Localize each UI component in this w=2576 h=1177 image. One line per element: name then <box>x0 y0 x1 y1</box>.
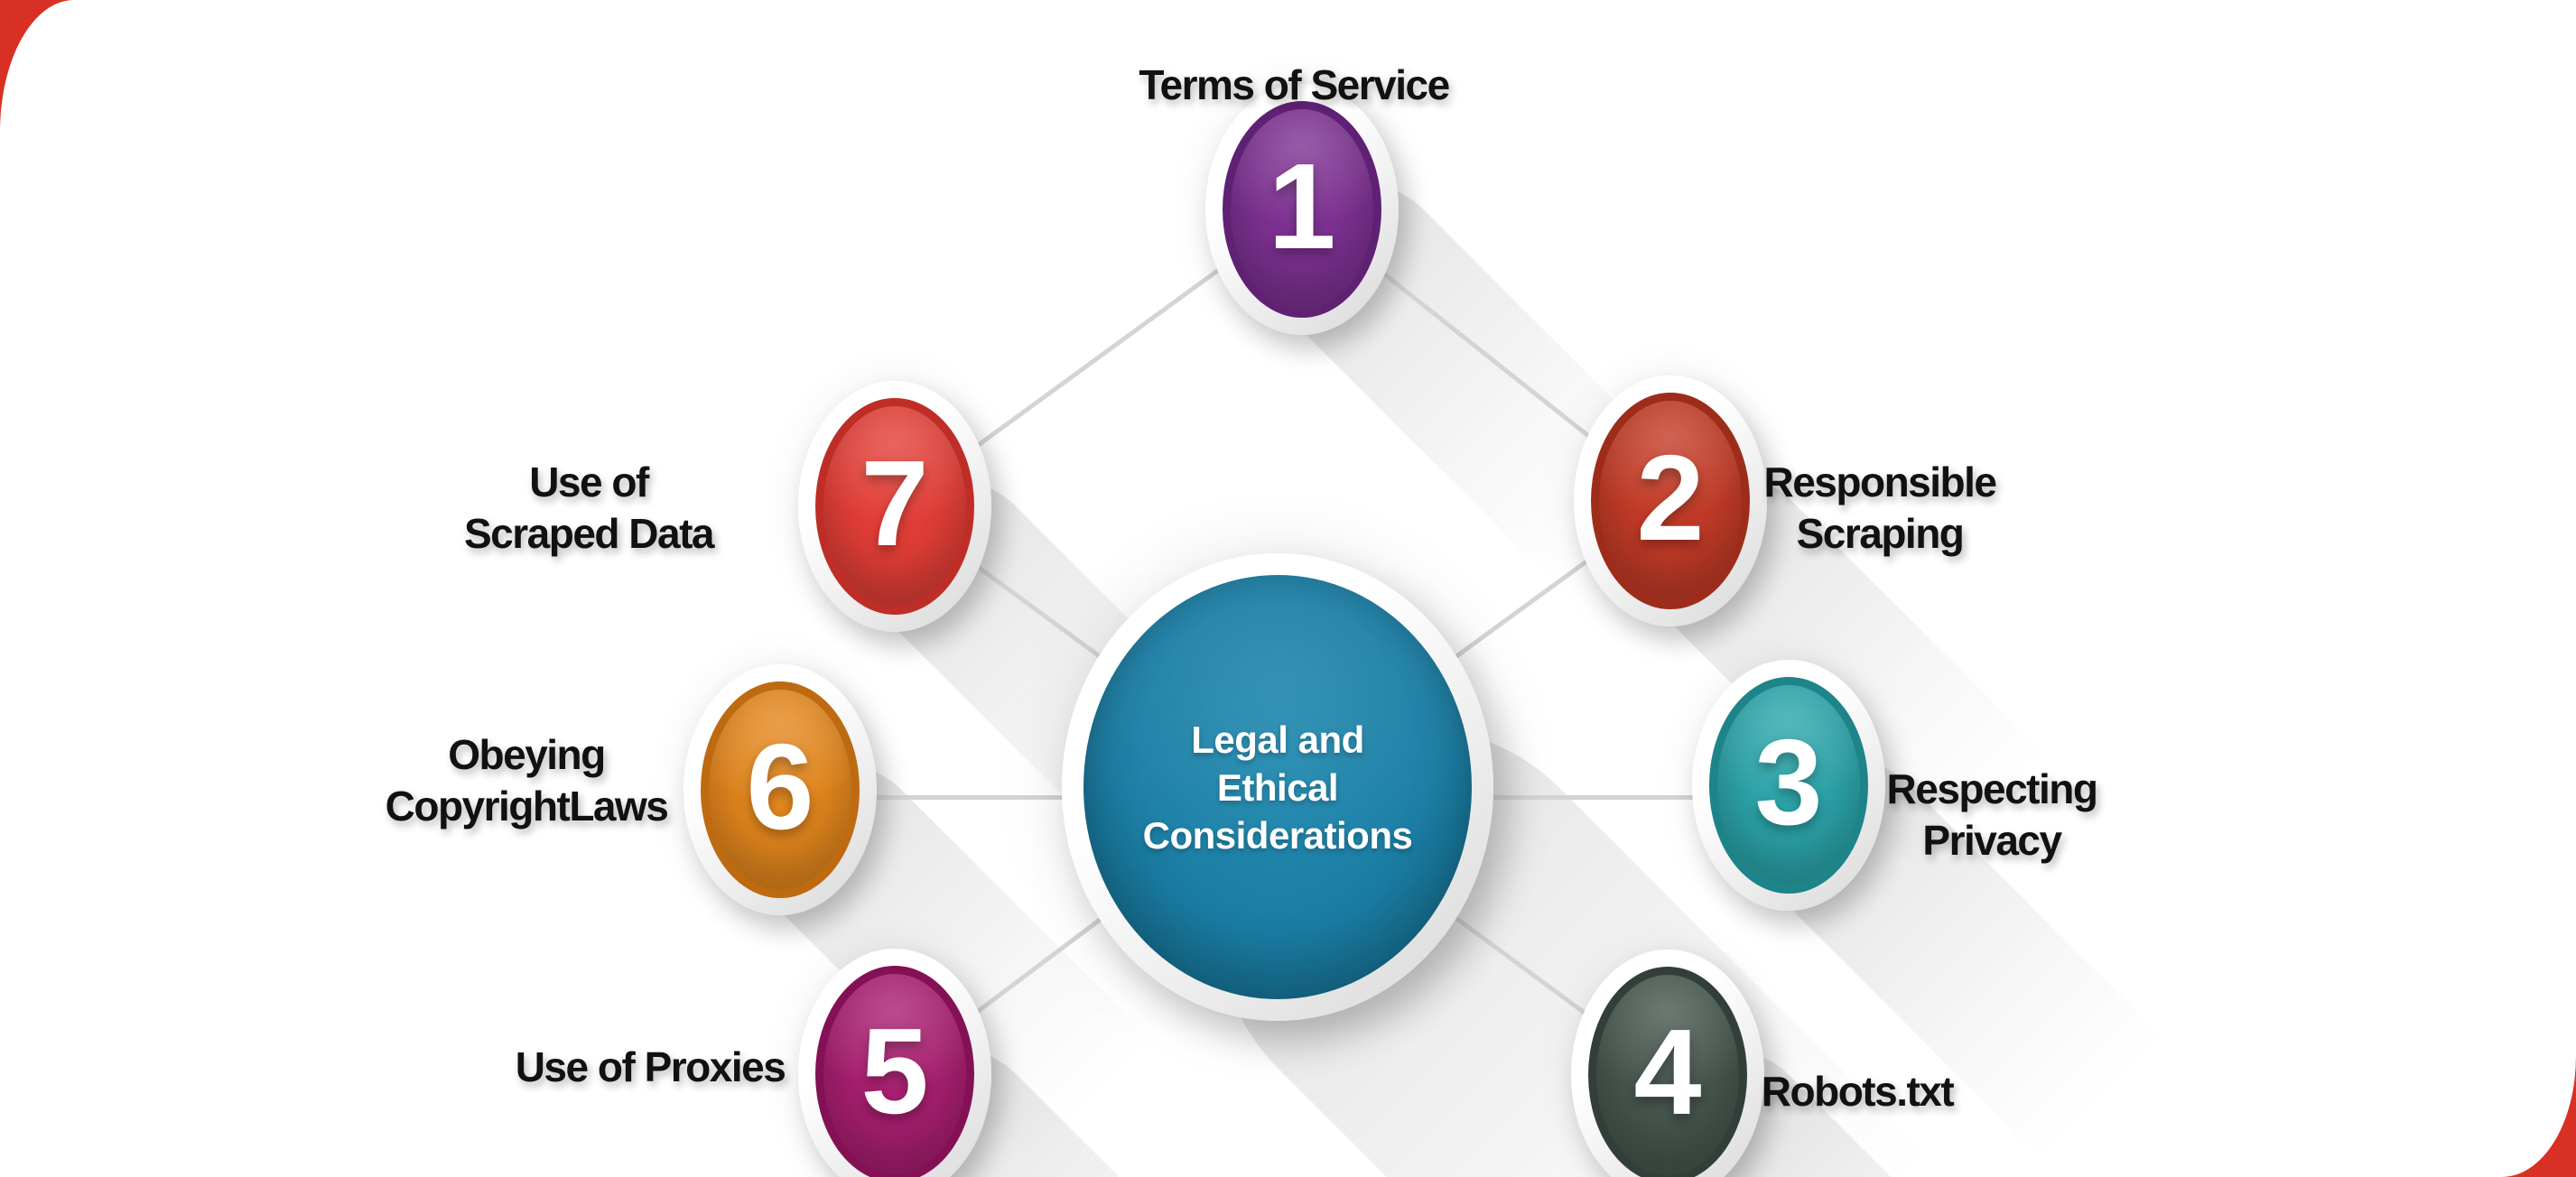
node-bubble: 3 <box>1709 677 1868 894</box>
node-bubble: 7 <box>815 398 974 615</box>
node-white-ring: 7 <box>798 381 991 632</box>
node-white-ring: 4 <box>1571 950 1764 1177</box>
node-number: 4 <box>1633 1003 1702 1140</box>
label-obeying-copyright-laws: Obeying CopyrightLaws <box>385 731 669 829</box>
node-obeying-copyright-laws: 6 <box>684 664 877 915</box>
red-corner-bottom-right <box>2502 1056 2576 1177</box>
center-node-legal-ethical: Legal and Ethical Considerations <box>1062 553 1493 1021</box>
node-number: 5 <box>860 1002 929 1139</box>
connector-node6-center <box>780 795 1278 800</box>
node-bubble: 1 <box>1223 101 1381 318</box>
label-responsible-scraping: Responsible Scraping <box>1763 459 1997 557</box>
node-number: 2 <box>1636 429 1705 566</box>
node-respecting-privacy: 3 <box>1692 660 1885 911</box>
node-white-ring: 1 <box>1205 84 1399 335</box>
label-terms-of-service: Terms of Service <box>1139 61 1450 108</box>
node-number: 6 <box>746 718 814 855</box>
node-number: 7 <box>860 434 929 571</box>
center-node-bubble: Legal and Ethical Considerations <box>1083 575 1472 999</box>
node-use-of-scraped-data: 7 <box>798 381 991 632</box>
node-responsible-scraping: 2 <box>1574 375 1767 626</box>
node-bubble: 6 <box>701 681 860 898</box>
node-terms-of-service: 1 <box>1205 84 1399 335</box>
label-use-of-proxies: Use of Proxies <box>515 1043 786 1090</box>
red-corner-top-left <box>0 0 74 132</box>
label-respecting-privacy: Respecting Privacy <box>1886 765 2098 864</box>
node-bubble: 5 <box>815 966 974 1177</box>
node-white-ring: 2 <box>1574 375 1767 626</box>
center-node-label: Legal and Ethical Considerations <box>1142 718 1413 857</box>
label-robots-txt: Robots.txt <box>1761 1068 1955 1115</box>
node-robots-txt: 4 <box>1571 950 1764 1177</box>
label-use-of-scraped-data: Use of Scraped Data <box>463 459 715 557</box>
node-white-ring: 6 <box>684 664 877 915</box>
node-number: 3 <box>1754 713 1823 850</box>
node-bubble: 2 <box>1591 393 1750 609</box>
node-white-ring: 3 <box>1692 660 1885 911</box>
node-use-of-proxies: 5 <box>798 949 991 1177</box>
node-bubble: 4 <box>1588 967 1747 1177</box>
center-node-white-ring: Legal and Ethical Considerations <box>1062 553 1493 1021</box>
node-number: 1 <box>1268 137 1336 274</box>
connector-center-node3 <box>1278 795 1789 800</box>
node-white-ring: 5 <box>798 949 991 1177</box>
